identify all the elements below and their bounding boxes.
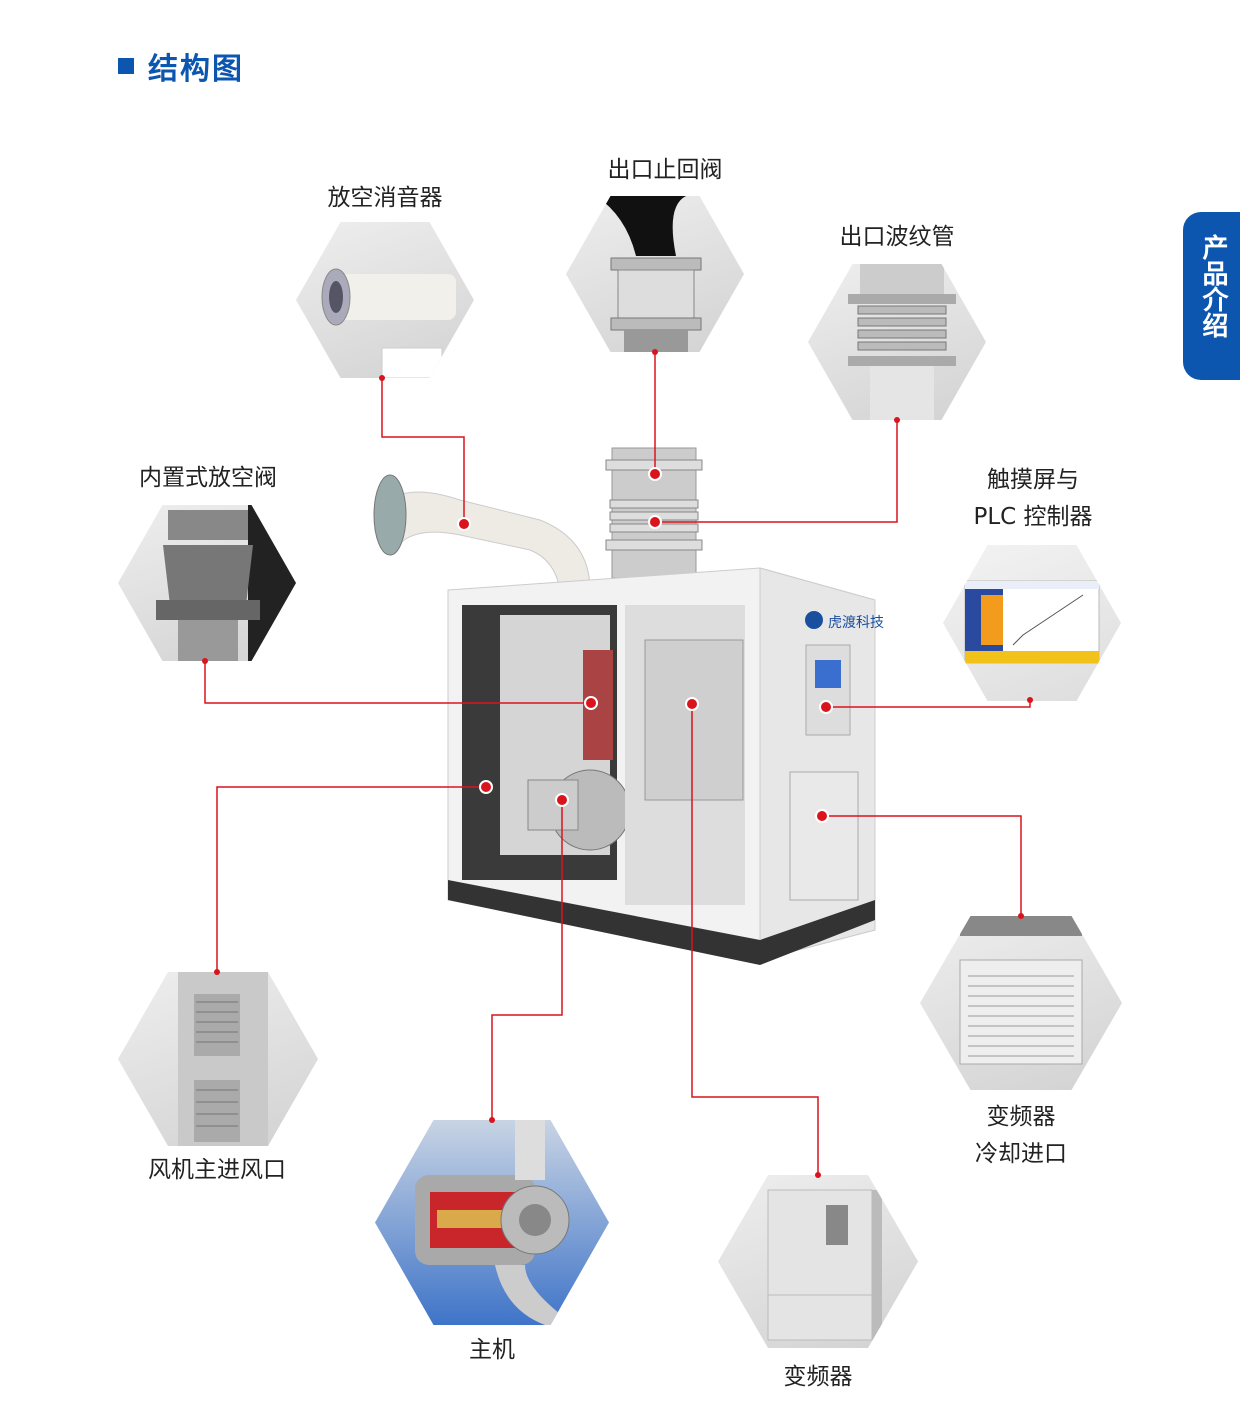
callout-main-unit <box>491 800 563 1120</box>
callout-plc <box>826 700 1031 708</box>
label-muffler: 放空消音器 <box>327 185 443 211</box>
label-fan-inlet: 风机主进风口 <box>148 1157 286 1183</box>
callout-muffler <box>381 378 465 524</box>
label-vent-valve: 内置式放空阀 <box>139 465 277 491</box>
side-tab-product-intro[interactable]: 产品介绍 <box>1183 212 1240 380</box>
label-plc: 触摸屏与 PLC 控制器 <box>973 462 1092 536</box>
bellows-image <box>808 264 986 420</box>
label-bellows: 出口波纹管 <box>839 224 955 250</box>
label-main-unit: 主机 <box>469 1337 515 1363</box>
label-plc-line2: PLC 控制器 <box>973 504 1093 530</box>
callout-fan-inlet <box>216 786 486 972</box>
check-valve-image <box>566 196 744 352</box>
label-cooling-line1: 变频器 <box>986 1104 1056 1130</box>
section-title: 结构图 <box>118 44 244 88</box>
label-check-valve: 出口止回阀 <box>607 157 723 183</box>
callout-bellows <box>655 420 898 523</box>
callout-cooling <box>822 815 1022 916</box>
label-plc-line1: 触摸屏与 <box>987 467 1079 493</box>
side-tab-label: 产品介绍 <box>1198 234 1228 338</box>
inverter-image <box>718 1175 918 1348</box>
title-bullet-icon <box>118 58 134 74</box>
page-title: 结构图 <box>148 52 244 87</box>
plc-touchscreen-image <box>943 545 1121 701</box>
label-cooling-inlet: 变频器冷却进口 <box>975 1099 1067 1173</box>
callout-vent-valve <box>204 661 591 704</box>
label-cooling-line2: 冷却进口 <box>975 1141 1067 1167</box>
fan-inlet-image <box>118 972 318 1146</box>
brand-logo-text: 虎渡科技 <box>828 615 884 631</box>
label-inverter: 变频器 <box>783 1364 853 1390</box>
callout-inverter <box>691 704 819 1175</box>
